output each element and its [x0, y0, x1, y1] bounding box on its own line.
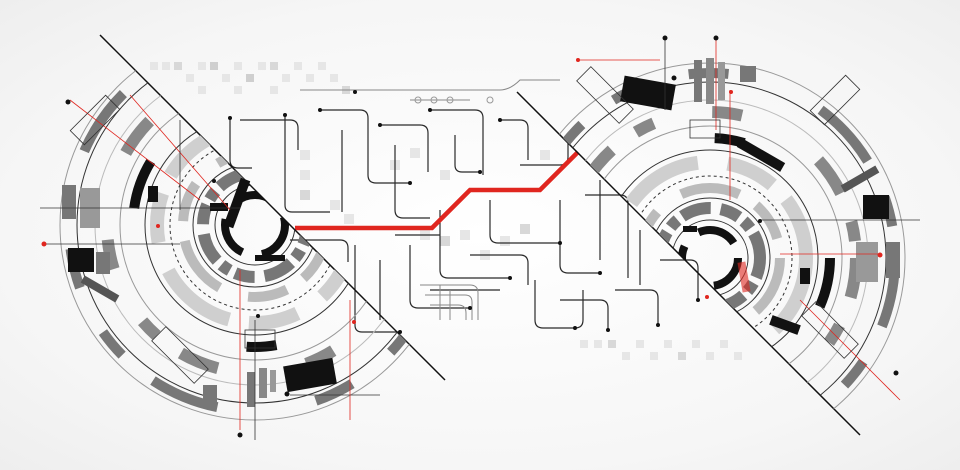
left-blocks — [62, 177, 337, 407]
red-signal-path — [295, 150, 580, 231]
right-thin-lines — [576, 40, 920, 401]
trace-nodes — [228, 90, 700, 334]
trace-rings — [414, 96, 494, 104]
chip-pins — [300, 79, 560, 320]
right-dial — [517, 62, 906, 435]
circuit-traces — [229, 109, 699, 333]
right-blocks — [620, 58, 900, 335]
right-dots — [576, 35, 899, 376]
left-thin-lines — [40, 94, 380, 440]
left-diagonal-line — [99, 34, 446, 381]
left-dots — [41, 99, 356, 438]
right-diagonal-line — [516, 91, 861, 436]
pixel-grid-top — [150, 62, 742, 360]
